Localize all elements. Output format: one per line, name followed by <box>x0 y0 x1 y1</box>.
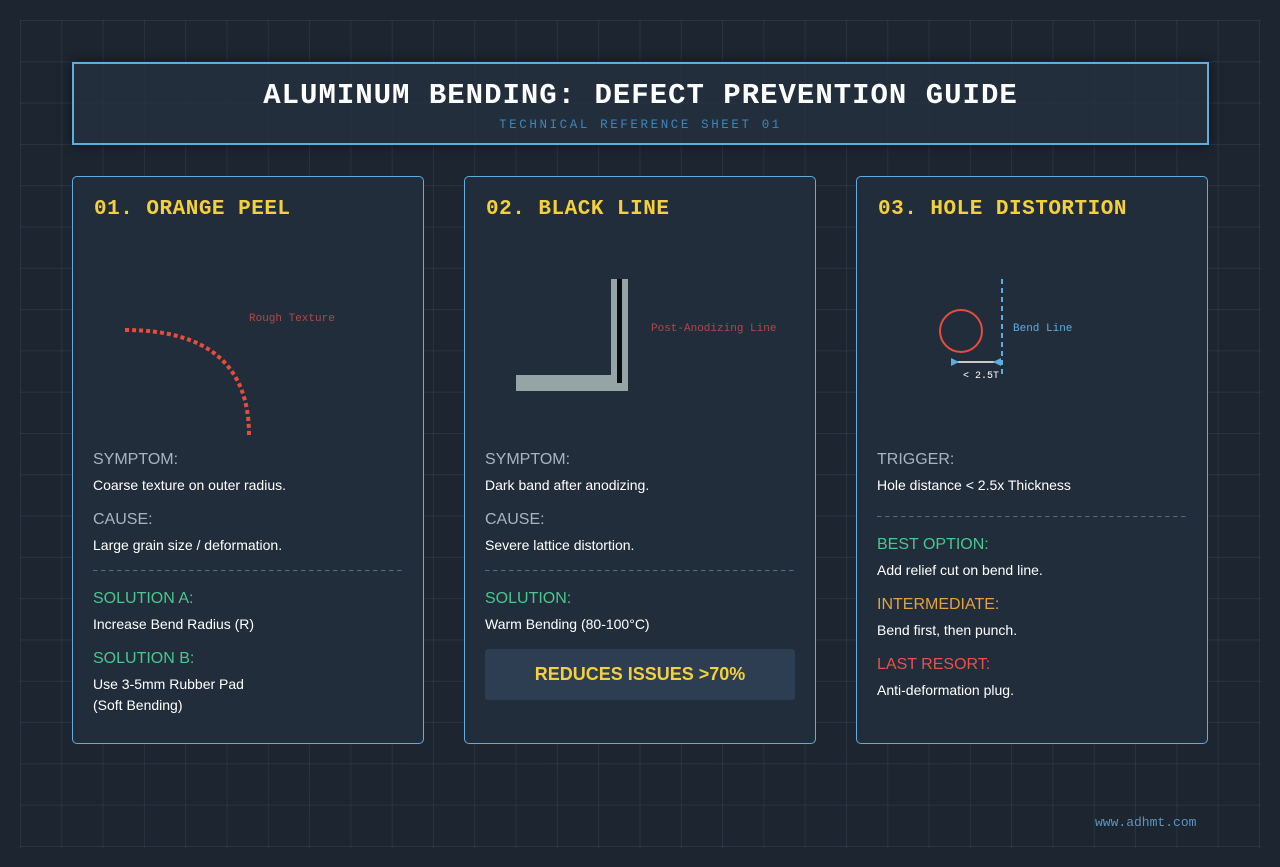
header-banner: ALUMINUM BENDING: DEFECT PREVENTION GUID… <box>72 62 1209 145</box>
cause-text: Severe lattice distortion. <box>485 537 635 553</box>
solution-text: Warm Bending (80-100°C) <box>485 616 650 632</box>
solution-label: SOLUTION: <box>485 590 572 607</box>
best-option-text: Add relief cut on bend line. <box>877 562 1043 578</box>
card-black-line: 02. BLACK LINE Post-Anodizing Line SYMPT… <box>464 176 816 744</box>
last-resort-label: LAST RESORT: <box>877 656 991 673</box>
cause-label: CAUSE: <box>93 511 153 528</box>
divider <box>485 570 795 571</box>
card-hole-distortion: 03. HOLE DISTORTION < 2.5T Bend Line TRI… <box>856 176 1208 744</box>
bend-line-label: Bend Line <box>1013 323 1072 335</box>
divider <box>877 516 1187 517</box>
page-subtitle: TECHNICAL REFERENCE SHEET 01 <box>499 118 782 132</box>
dimension-label: < 2.5T <box>963 371 999 382</box>
solution-b-label: SOLUTION B: <box>93 650 195 667</box>
l-bend-profile-icon: Post-Anodizing Line <box>516 279 776 391</box>
trigger-text: Hole distance < 2.5x Thickness <box>877 477 1071 493</box>
solution-b-text-2: (Soft Bending) <box>93 697 183 713</box>
diagram-label: Post-Anodizing Line <box>651 323 776 335</box>
trigger-label: TRIGGER: <box>877 451 955 468</box>
best-option-label: BEST OPTION: <box>877 536 989 553</box>
solution-b-text: Use 3-5mm Rubber Pad <box>93 676 244 692</box>
footer-url: www.adhmt.com <box>1095 815 1197 830</box>
solution-a-label: SOLUTION A: <box>93 590 194 607</box>
card-title: 02. BLACK LINE <box>486 198 670 221</box>
page-title: ALUMINUM BENDING: DEFECT PREVENTION GUID… <box>263 79 1018 112</box>
symptom-label: SYMPTOM: <box>93 451 179 468</box>
cause-label: CAUSE: <box>485 511 545 528</box>
card-title: 01. ORANGE PEEL <box>94 198 291 221</box>
intermediate-label: INTERMEDIATE: <box>877 596 1000 613</box>
diagram-label: Rough Texture <box>249 313 335 325</box>
hole-near-bend-line-icon: < 2.5T Bend Line <box>939 279 1072 382</box>
cause-text: Large grain size / deformation. <box>93 537 283 553</box>
symptom-text: Coarse texture on outer radius. <box>93 477 286 493</box>
card-orange-peel: 01. ORANGE PEEL Rough Texture SYMPTOM: C… <box>72 176 424 744</box>
intermediate-text: Bend first, then punch. <box>877 622 1018 638</box>
card-title: 03. HOLE DISTORTION <box>878 198 1127 221</box>
last-resort-text: Anti-deformation plug. <box>877 682 1014 698</box>
result-highlight-badge: REDUCES ISSUES >70% <box>485 649 795 700</box>
symptom-label: SYMPTOM: <box>485 451 571 468</box>
symptom-text: Dark band after anodizing. <box>485 477 650 493</box>
solution-a-text: Increase Bend Radius (R) <box>93 616 255 632</box>
divider <box>93 570 403 571</box>
dashed-bend-arc-icon: Rough Texture <box>124 313 335 436</box>
